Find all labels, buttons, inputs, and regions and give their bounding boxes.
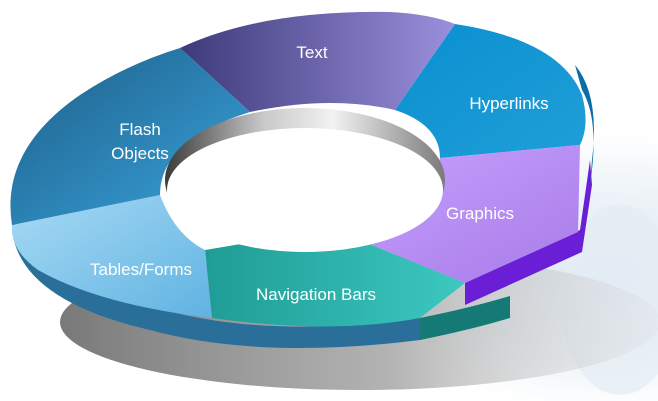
label-flash-objects-line2: Objects <box>111 144 169 163</box>
label-text: Text <box>296 43 327 62</box>
label-tables-forms: Tables/Forms <box>90 260 192 279</box>
ring-side-nav <box>420 296 510 340</box>
segment-tables-forms[interactable] <box>11 195 212 318</box>
ring-side-graphics <box>465 160 592 305</box>
segment-navigation-bars[interactable] <box>205 228 465 327</box>
ring-side-hyperlinks <box>575 65 594 185</box>
label-navigation-bars: Navigation Bars <box>256 285 376 304</box>
segment-hyperlinks[interactable] <box>395 24 586 158</box>
label-flash-objects-line1: Flash <box>119 120 161 139</box>
segment-graphics[interactable] <box>330 145 580 283</box>
label-hyperlinks: Hyperlinks <box>469 94 548 113</box>
segment-text[interactable] <box>180 11 455 112</box>
ring-side-left <box>12 210 420 348</box>
ring-hole <box>167 128 443 252</box>
segment-flash-objects[interactable] <box>10 48 250 225</box>
label-graphics: Graphics <box>446 204 514 223</box>
